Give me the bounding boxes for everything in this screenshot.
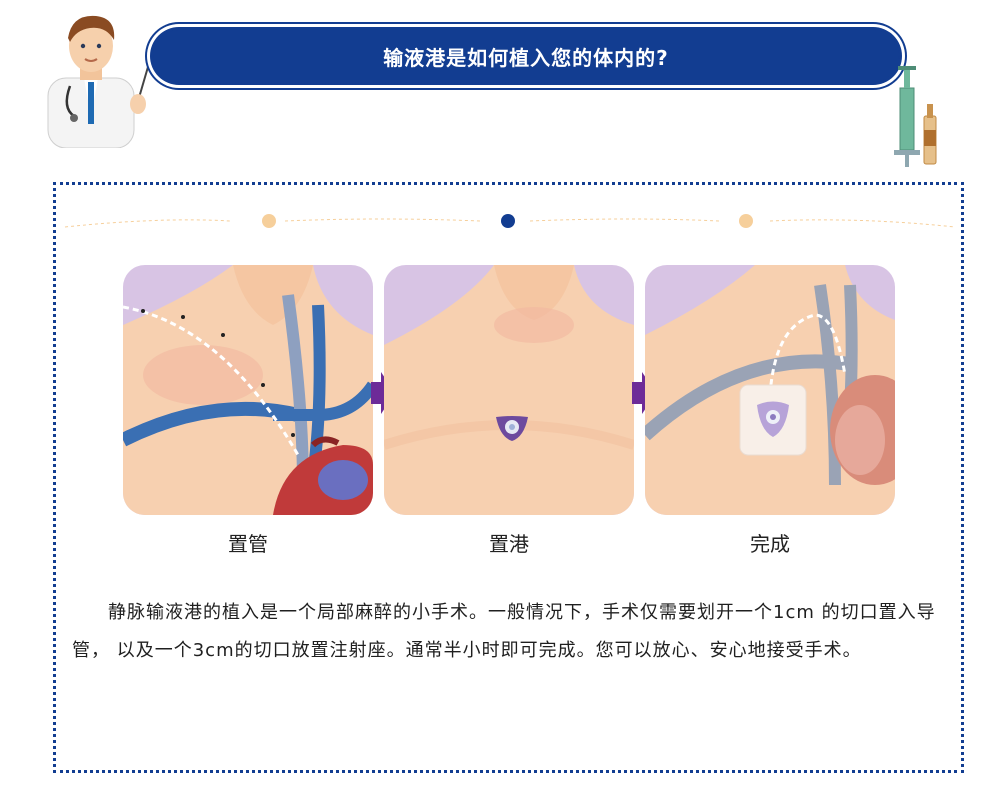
syringe-icon — [894, 66, 937, 167]
step-progress-indicator — [64, 214, 956, 228]
progress-dot-2 — [501, 214, 515, 228]
step-label-catheter: 置管 — [228, 532, 268, 556]
port-placement-illustration — [384, 265, 634, 515]
completed-implant-illustration — [645, 265, 895, 515]
step-label-complete: 完成 — [750, 532, 790, 556]
doctor-icon — [47, 15, 151, 148]
vial-icon — [923, 104, 937, 165]
content-card — [53, 182, 964, 773]
progress-dot-3 — [739, 214, 753, 228]
page-title: 输液港是如何植入您的体内的? — [383, 45, 669, 70]
header-banner: 输液港是如何植入您的体内的? — [150, 27, 902, 85]
catheter-placement-illustration — [123, 265, 373, 515]
description-paragraph: 静脉输液港的植入是一个局部麻醉的小手术。一般情况下，手术仅需要划开一个1cm 的… — [72, 602, 936, 661]
progress-dot-1 — [262, 214, 276, 228]
step-label-port: 置港 — [489, 532, 529, 556]
